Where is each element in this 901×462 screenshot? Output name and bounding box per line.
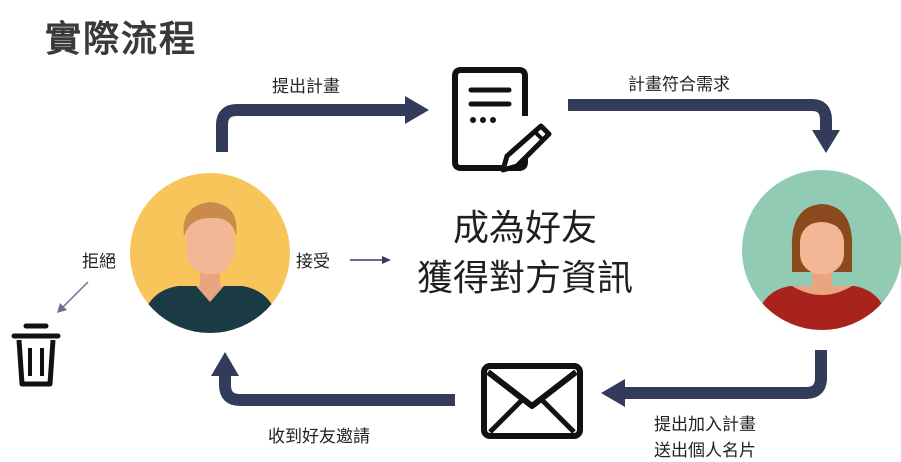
- outcome-text: 成為好友 獲得對方資訊: [400, 204, 650, 304]
- label-plan-matches: 計畫符合需求: [628, 75, 730, 95]
- outcome-line-1: 成為好友: [452, 208, 597, 249]
- arrow-submit-plan: [216, 96, 429, 152]
- person-b-avatar: [742, 170, 901, 330]
- outcome-line-2: 獲得對方資訊: [416, 258, 633, 299]
- arrow-plan-matches: [568, 99, 840, 153]
- label-receive-invite: 收到好友邀請: [268, 427, 370, 447]
- arrow-receive-invite: [211, 352, 455, 406]
- trash-icon: [11, 323, 61, 387]
- label-accept: 接受: [296, 252, 330, 272]
- label-submit-plan: 提出計畫: [272, 77, 340, 97]
- arrow-join-plan: [601, 350, 827, 407]
- envelope-icon: [481, 363, 583, 439]
- person-a-avatar: [130, 173, 290, 333]
- arrow-accept: [350, 256, 391, 264]
- document-edit-icon: [452, 67, 552, 173]
- label-reject: 拒絕: [82, 252, 116, 272]
- label-send-card: 送出個人名片: [654, 441, 756, 461]
- page-title: 實際流程: [45, 19, 198, 60]
- label-join-plan: 提出加入計畫: [654, 415, 756, 435]
- arrow-reject: [57, 281, 89, 313]
